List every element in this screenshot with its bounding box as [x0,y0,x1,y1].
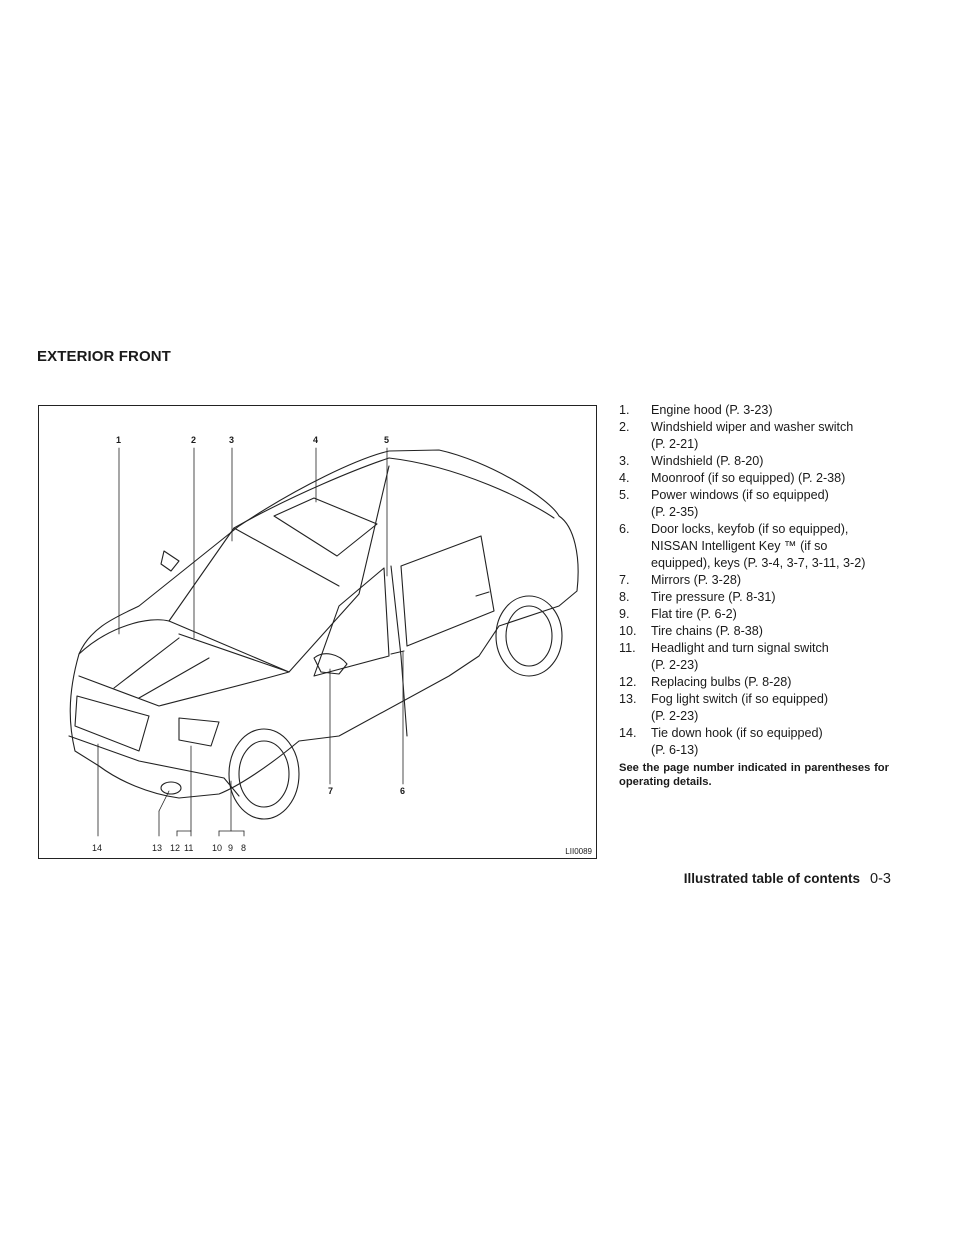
parts-list: 1. Engine hood (P. 3-23) 2. Windshield wipe… [619,402,891,759]
callout-8: 8 [241,843,247,853]
list-item: 14. Tie down hook (if so equipped) (P. 6-1… [619,725,891,759]
list-item-text: (P. 2-23) [651,658,699,672]
windshield-edge-left [168,457,390,622]
list-item: 2. Windshield wiper and washer switch (P. … [619,419,891,453]
list-item: 11. Headlight and turn signal switch (P. 2… [619,640,891,674]
list-item: 1. Engine hood (P. 3-23) [619,402,891,419]
list-item-text: Mirrors (P. 3-28) [651,573,742,587]
list-item-text: equipped), keys (P. 3-4, 3-7, 3-11, 3-2) [651,556,866,570]
list-item-text: Windshield (P. 8-20) [651,454,764,468]
list-item-text: Tire chains (P. 8-38) [651,624,763,638]
front-window [313,567,390,677]
list-item-text: Flat tire (P. 6-2) [651,607,737,621]
list-item: 3. Windshield (P. 8-20) [619,453,891,470]
figure-code: LII0089 [565,847,592,856]
rear-window [400,535,495,647]
callout-9: 9 [228,843,234,853]
list-item-text: Engine hood (P. 3-23) [651,403,773,417]
list-item-number: 8. [619,590,630,604]
section-title: EXTERIOR FRONT [37,348,171,365]
list-item-text: Tire pressure (P. 8-31) [651,590,776,604]
list-item: 10. Tire chains (P. 8-38) [619,623,891,640]
list-item-text: NISSAN Intelligent Key ™ (if so [651,539,828,553]
callout-1: 1 [116,435,122,445]
list-item-text: (P. 6-13) [651,743,699,757]
list-item-number: 13. [619,692,637,706]
footer-section-title: Illustrated table of contents [683,871,861,886]
front-wheel-rim [238,740,290,808]
list-item-text: Headlight and turn signal switch [651,641,829,655]
windshield-edge-right [178,465,390,673]
rear-door-handle [475,591,490,597]
car-exterior-figure: 1 2 3 4 5 6 7 14 13 12 11 10 9 8 LII0089 [38,405,597,859]
list-item-number: 9. [619,607,630,621]
list-item-text: Replacing bulbs (P. 8-28) [651,675,792,689]
list-item-text: (P. 2-23) [651,709,699,723]
list-item-number: 3. [619,454,630,468]
list-item: 9. Flat tire (P. 6-2) [619,606,891,623]
list-item-number: 11. [619,641,636,655]
moonroof-outline [273,497,378,557]
callout-2: 2 [191,435,197,445]
callout-3: 3 [229,435,235,445]
rear-wheel [495,595,563,677]
list-item-text: (P. 2-21) [651,437,699,451]
list-item: 12. Replacing bulbs (P. 8-28) [619,674,891,691]
list-item-number: 5. [619,488,630,502]
callout-11: 11 [184,843,194,853]
far-side-mirror [160,550,180,572]
list-item-number: 1. [619,403,630,417]
list-item-text: Power windows (if so equipped) [651,488,829,502]
list-item-text: Windshield wiper and washer switch [651,420,854,434]
callout-10: 10 [212,843,223,853]
car-illustration [68,447,579,837]
grille [74,695,150,752]
door-pillar [390,565,408,737]
list-item-number: 7. [619,573,630,587]
list-item-text: Fog light switch (if so equipped) [651,692,829,706]
list-item: 5. Power windows (if so equipped) (P. 2-35… [619,487,891,521]
list-item: 6. Door locks, keyfob (if so equipped), NI… [619,521,891,572]
list-item-number: 12. [619,675,637,689]
car-body-outline [69,449,579,799]
roof-line [233,527,340,587]
hood-crease-2 [138,657,210,699]
list-item-text: Moonroof (if so equipped) (P. 2-38) [651,471,846,485]
hood-crease-1 [113,637,180,689]
list-item-number: 2. [619,420,630,434]
list-item-number: 4. [619,471,630,485]
side-mirror [313,653,348,675]
list-item-text: (P. 2-35) [651,505,699,519]
list-item-text: Tie down hook (if so equipped) [651,726,823,740]
page-footer: Illustrated table of contents 0-3 [684,871,891,887]
list-item: 7. Mirrors (P. 3-28) [619,572,891,589]
roof-rear-line [388,457,555,519]
operating-details-note: See the page number indicated in parenth… [619,762,889,788]
list-item-number: 6. [619,522,630,536]
list-item: 8. Tire pressure (P. 8-31) [619,589,891,606]
callout-7: 7 [328,786,334,796]
front-wheel [228,728,300,820]
hood-outline [78,619,290,707]
callout-12: 12 [170,843,181,853]
list-item-text: Door locks, keyfob (if so equipped), [651,522,849,536]
front-bumper [68,735,240,797]
callout-5: 5 [384,435,390,445]
list-item-number: 14. [619,726,637,740]
leader-lines [97,447,404,837]
page-number: 0-3 [870,871,891,887]
front-door-handle [390,650,405,655]
headlight [178,717,220,747]
callout-4: 4 [313,435,319,445]
list-item-number: 10. [619,624,637,638]
callout-14: 14 [92,843,103,853]
list-item: 4. Moonroof (if so equipped) (P. 2-38) [619,470,891,487]
list-item: 13. Fog light switch (if so equipped) (P. … [619,691,891,725]
fog-light [160,781,182,795]
rear-wheel-rim [505,605,553,667]
callout-13: 13 [152,843,163,853]
callout-6: 6 [400,786,406,796]
